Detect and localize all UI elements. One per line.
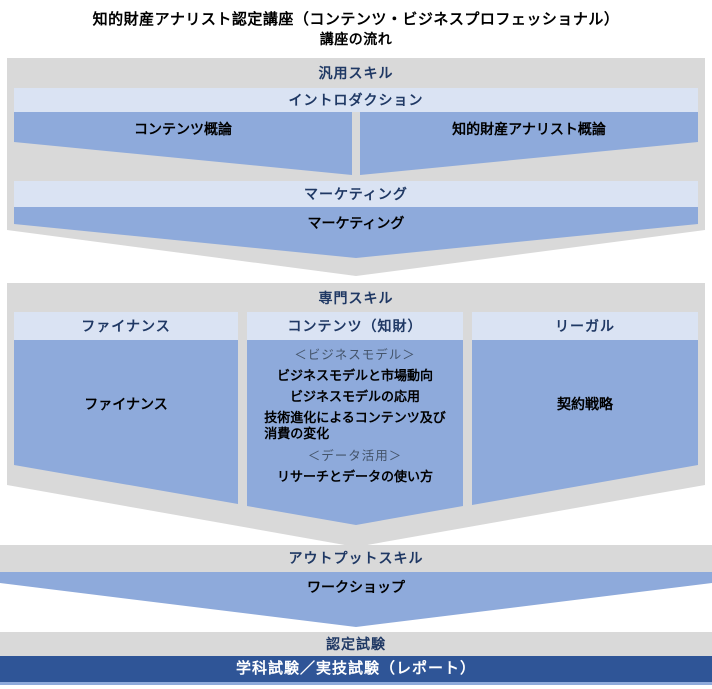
research-data-item: リサーチとデータの使い方 — [276, 469, 433, 484]
contents-overview-label: コンテンツ概論 — [134, 121, 232, 137]
business-model-market-item: ビジネスモデルと市場動向 — [276, 368, 433, 383]
workshop-box-label: ワークショップ — [307, 579, 405, 595]
bottom-accent-strip — [0, 682, 712, 685]
page-title-line2: 講座の流れ — [319, 31, 393, 47]
legal-header-bar: リーガル — [472, 312, 698, 340]
exam-types-bar: 学科試験／実技試験（レポート） — [0, 656, 712, 682]
ip-analyst-overview-label: 知的財産アナリスト概論 — [452, 121, 606, 137]
marketing-box: マーケティング — [14, 207, 698, 258]
finance-header-bar: ファイナンス — [14, 312, 238, 340]
page-title: 知的財産アナリスト認定講座（コンテンツ・ビジネスプロフェッショナル） 講座の流れ — [0, 9, 712, 49]
marketing-header-bar: マーケティング — [14, 181, 698, 207]
general-skills-label: 汎用スキル — [318, 65, 394, 81]
contents-ip-item-list: ＜ビジネスモデル＞ ビジネスモデルと市場動向 ビジネスモデルの応用 技術進化によ… — [247, 347, 463, 485]
page-title-line1: 知的財産アナリスト認定講座（コンテンツ・ビジネスプロフェッショナル） — [92, 11, 620, 28]
data-utilization-group-label: ＜データ活用＞ — [307, 449, 403, 463]
tech-evolution-item: 技術進化によるコンテンツ及び 消費の変化 — [264, 410, 446, 441]
output-skills-header-bar: アウトプットスキル — [0, 545, 712, 572]
introduction-header-bar: イントロダクション — [14, 88, 698, 112]
contents-ip-header-bar: コンテンツ（知財） — [247, 312, 463, 340]
marketing-box-label: マーケティング — [307, 215, 405, 231]
finance-box-label: ファイナンス — [84, 396, 168, 412]
certification-exam-header-bar: 認定試験 — [0, 632, 712, 656]
specialized-skills-label: 専門スキル — [318, 290, 394, 306]
business-model-group-label: ＜ビジネスモデル＞ — [294, 348, 416, 362]
business-model-application-item: ビジネスモデルの応用 — [289, 389, 420, 404]
workshop-box: ワークショップ — [0, 572, 712, 627]
contents-ip-box — [247, 340, 463, 525]
legal-box-label: 契約戦略 — [557, 396, 613, 412]
